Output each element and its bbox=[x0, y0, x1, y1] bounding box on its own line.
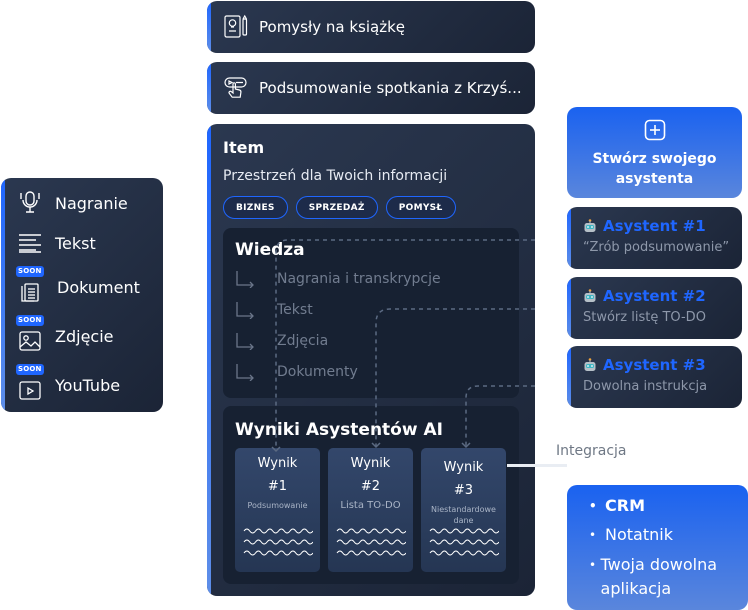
results-section: Wyniki Asystentów AI Wynik #1 Podsumowan… bbox=[223, 406, 519, 584]
knowledge-section: Wiedza Nagrania i transkrypcje Tekst Zdj… bbox=[223, 228, 519, 398]
assistant-card[interactable]: Asystent #2 Stwórz listę TO-DO bbox=[567, 277, 742, 339]
wave-line bbox=[336, 528, 406, 534]
plus-square-icon bbox=[644, 119, 665, 141]
wave-lines-icon bbox=[336, 528, 406, 556]
knowledge-item[interactable]: Dokumenty bbox=[235, 363, 358, 381]
corner-arrow-icon bbox=[236, 364, 254, 381]
video-play-icon: SOON bbox=[15, 364, 45, 400]
note-label: Podsumowanie spotkania z Krzyś... bbox=[259, 79, 522, 97]
assistant-desc: “Zrób podsumowanie” bbox=[583, 240, 730, 255]
corner-arrow-icon bbox=[236, 271, 254, 288]
source-label: YouTube bbox=[55, 375, 121, 395]
result-title: Wynik bbox=[350, 456, 391, 471]
tag-list: BIZNES SPRZEDAŻ POMYSŁ bbox=[223, 196, 456, 219]
robot-icon bbox=[584, 358, 596, 371]
integration-item[interactable]: • CRM bbox=[589, 494, 645, 518]
note-card[interactable]: Podsumowanie spotkania z Krzyś... bbox=[207, 62, 535, 114]
wave-line bbox=[429, 550, 499, 556]
result-desc: Niestandardowe dane bbox=[431, 505, 496, 525]
assistant-title: Asystent #1 bbox=[603, 217, 706, 235]
corner-arrow-icon bbox=[236, 333, 254, 350]
assistant-desc: Stwórz listę TO-DO bbox=[583, 310, 706, 325]
source-label: Nagranie bbox=[55, 193, 128, 213]
assistant-title: Asystent #3 bbox=[603, 356, 706, 374]
soon-badge: SOON bbox=[16, 266, 44, 277]
wave-line bbox=[243, 528, 313, 534]
create-assistant-button[interactable]: Stwórz swojego asystenta bbox=[567, 107, 742, 198]
knowledge-item[interactable]: Tekst bbox=[235, 301, 313, 319]
result-card[interactable]: Wynik #2 Lista TO-DO bbox=[328, 448, 413, 572]
video-click-icon bbox=[223, 75, 249, 101]
source-item-image[interactable]: SOON Zdjęcie bbox=[15, 315, 114, 351]
bullet-icon: • bbox=[589, 499, 597, 513]
source-label: Dokument bbox=[57, 277, 140, 297]
knowledge-label: Zdjęcia bbox=[277, 333, 329, 349]
wave-line bbox=[243, 550, 313, 556]
source-label: Zdjęcie bbox=[55, 326, 114, 346]
results-title: Wyniki Asystentów AI bbox=[235, 420, 443, 440]
integration-item-label: CRM bbox=[605, 496, 645, 515]
wave-lines-icon bbox=[243, 528, 313, 556]
tag-pomysl[interactable]: POMYSŁ bbox=[385, 196, 456, 219]
bullet-icon: • bbox=[589, 558, 597, 572]
soon-badge: SOON bbox=[16, 315, 44, 326]
create-assistant-label: Stwórz swojego asystenta bbox=[592, 151, 717, 187]
source-item-youtube[interactable]: SOON YouTube bbox=[15, 364, 121, 400]
integration-item-label: Twoja dowolna aplikacja bbox=[600, 555, 718, 598]
sources-panel: Nagranie Tekst SOON Dokument SOON bbox=[1, 178, 163, 412]
integration-connector bbox=[507, 464, 567, 467]
image-icon: SOON bbox=[15, 315, 45, 351]
tag-biznes[interactable]: BIZNES bbox=[223, 196, 288, 219]
tag-sprzedaz[interactable]: SPRZEDAŻ bbox=[295, 196, 378, 219]
knowledge-label: Dokumenty bbox=[277, 364, 358, 380]
assistant-card[interactable]: Asystent #1 “Zrób podsumowanie” bbox=[567, 207, 742, 269]
robot-icon bbox=[584, 289, 596, 302]
source-item-document[interactable]: SOON Dokument bbox=[15, 266, 140, 302]
source-item-text[interactable]: Tekst bbox=[15, 228, 96, 258]
wave-line bbox=[336, 539, 406, 545]
integration-item[interactable]: • Twoja dowolna aplikacja bbox=[589, 553, 739, 601]
integration-box: • CRM • Notatnik • Twoja dowolna aplikac… bbox=[567, 485, 748, 610]
integration-item[interactable]: • Notatnik bbox=[589, 523, 673, 547]
corner-arrow-icon bbox=[236, 302, 254, 319]
knowledge-title: Wiedza bbox=[235, 240, 305, 260]
result-number: #2 bbox=[360, 479, 381, 494]
integration-label: Integracja bbox=[556, 443, 627, 459]
result-desc: Podsumowanie bbox=[247, 501, 308, 510]
result-title: Wynik bbox=[443, 460, 484, 475]
result-number: #1 bbox=[267, 479, 288, 494]
result-card[interactable]: Wynik #3 Niestandardowe dane bbox=[421, 448, 506, 572]
integration-item-label: Notatnik bbox=[605, 525, 673, 544]
document-icon: SOON bbox=[15, 266, 45, 302]
wave-lines-icon bbox=[429, 528, 499, 556]
item-title: Item bbox=[223, 138, 265, 157]
result-desc: Lista TO-DO bbox=[340, 500, 401, 511]
result-number: #3 bbox=[453, 483, 474, 498]
result-card[interactable]: Wynik #1 Podsumowanie bbox=[235, 448, 320, 572]
knowledge-label: Nagrania i transkrypcje bbox=[277, 271, 441, 287]
assistant-title: Asystent #2 bbox=[603, 287, 706, 305]
note-card[interactable]: Pomysły na książkę bbox=[207, 1, 535, 53]
source-item-recording[interactable]: Nagranie bbox=[15, 188, 128, 218]
result-title: Wynik bbox=[257, 456, 298, 471]
knowledge-item[interactable]: Nagrania i transkrypcje bbox=[235, 270, 441, 288]
idea-notebook-icon bbox=[223, 14, 249, 40]
robot-icon bbox=[584, 219, 596, 232]
note-label: Pomysły na książkę bbox=[259, 18, 406, 36]
text-lines-icon bbox=[15, 228, 45, 258]
bullet-icon: • bbox=[589, 528, 597, 542]
soon-badge: SOON bbox=[16, 364, 44, 375]
wave-line bbox=[336, 550, 406, 556]
item-subtitle: Przestrzeń dla Twoich informacji bbox=[223, 168, 448, 184]
wave-line bbox=[429, 539, 499, 545]
item-card: Item Przestrzeń dla Twoich informacji BI… bbox=[207, 124, 535, 596]
wave-line bbox=[429, 528, 499, 534]
microphone-icon bbox=[15, 188, 45, 218]
source-label: Tekst bbox=[55, 233, 96, 253]
wave-line bbox=[243, 539, 313, 545]
knowledge-label: Tekst bbox=[277, 302, 313, 318]
knowledge-item[interactable]: Zdjęcia bbox=[235, 332, 328, 350]
assistant-card[interactable]: Asystent #3 Dowolna instrukcja bbox=[567, 346, 742, 408]
assistant-desc: Dowolna instrukcja bbox=[583, 379, 708, 394]
